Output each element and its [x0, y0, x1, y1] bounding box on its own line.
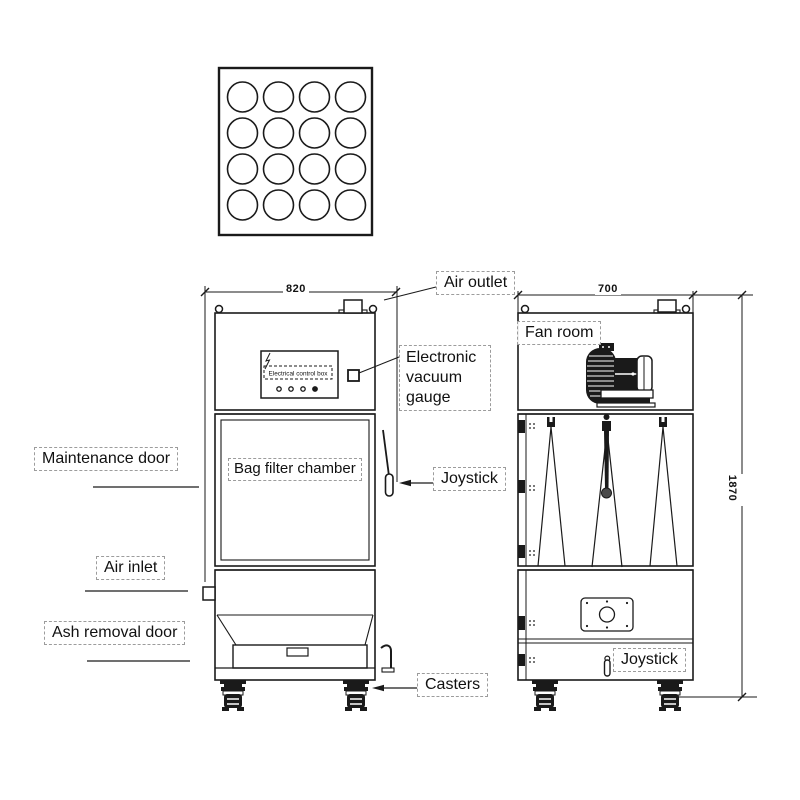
screw-dots [529, 423, 535, 663]
door-hinges [518, 414, 535, 680]
label-air-inlet: Air inlet [96, 556, 166, 580]
electrical-control-panel: Electrical control box [260, 350, 339, 399]
eyebolt-icon [368, 304, 378, 314]
filter-opening [226, 117, 259, 149]
side-view [513, 290, 757, 712]
filter-opening [298, 117, 331, 149]
label-ash-removal-door: Ash removal door [44, 621, 186, 645]
filter-opening [334, 117, 367, 149]
filter-opening [226, 189, 259, 221]
side-depth-dimension [513, 290, 753, 313]
label-electronic-vacuum-gauge: Electronic vacuum gauge [399, 345, 491, 411]
top-view-housing [217, 66, 374, 237]
top-view [217, 66, 374, 237]
label-maintenance-door: Maintenance door [34, 447, 179, 471]
air-outlet-leader [383, 286, 437, 301]
label-casters: Casters [417, 673, 489, 697]
front-width-dimension [200, 286, 401, 582]
front-fan-section [214, 312, 376, 411]
filter-opening [262, 189, 295, 221]
maintenance-door-panel [220, 419, 370, 561]
filter-opening [262, 117, 295, 149]
drawer-handle [286, 647, 309, 657]
vacuum-gauge-leader [358, 356, 400, 374]
drain-hook [380, 644, 392, 668]
vacuum-gauge-icon [347, 369, 360, 382]
ash-hopper [216, 614, 374, 646]
filter-opening [298, 189, 331, 221]
leader-lines [85, 286, 437, 692]
joystick-lever-front [382, 429, 394, 497]
shaker-rod [601, 414, 612, 499]
filter-bags [537, 414, 678, 568]
filter-opening [334, 153, 367, 185]
filter-openings-grid [226, 81, 367, 221]
filter-opening [334, 189, 367, 221]
label-fan-room: Fan room [517, 321, 602, 345]
lightning-icon [264, 352, 271, 370]
filter-opening [226, 153, 259, 185]
height-dimension [665, 290, 757, 702]
filter-opening [226, 81, 259, 113]
dimension-820: 820 [283, 283, 309, 295]
dimension-1870: 1870 [726, 471, 739, 505]
caster-icon [342, 679, 370, 712]
casters-arrow [372, 684, 418, 692]
indicator-dots [276, 386, 318, 392]
filter-opening [262, 81, 295, 113]
air-outlet-stub-front [338, 299, 368, 314]
filter-opening [334, 81, 367, 113]
label-air-outlet: Air outlet [436, 271, 516, 295]
label-bag-filter-chamber: Bag filter chamber [228, 458, 362, 481]
air-outlet-stub-side [657, 299, 677, 313]
filter-opening [262, 153, 295, 185]
eyebolt-icon [214, 304, 224, 314]
label-joystick-front: Joystick [433, 467, 506, 491]
dimension-700: 700 [595, 283, 621, 295]
joystick-lever-side [603, 655, 611, 677]
caster-icon [656, 679, 684, 712]
front-hopper-section [214, 569, 376, 681]
caster-icon [219, 679, 247, 712]
eyebolt-icon [520, 304, 530, 314]
side-fan-section [517, 312, 694, 411]
front-view: Electrical control box [200, 286, 401, 712]
front-chamber-section [214, 413, 376, 567]
caster-icon [531, 679, 559, 712]
filter-opening [298, 153, 331, 185]
inlet-flange-plate [580, 597, 634, 632]
hook-base [381, 667, 395, 673]
ash-drawer [215, 644, 375, 669]
electrical-control-box-label: Electrical control box [269, 371, 329, 378]
label-joystick-side: Joystick [613, 648, 686, 672]
filter-opening [298, 81, 331, 113]
joystick-arrow [399, 479, 433, 487]
fan-blower-icon [586, 343, 656, 408]
air-inlet-stub [202, 586, 216, 601]
eyebolt-icon [681, 304, 691, 314]
